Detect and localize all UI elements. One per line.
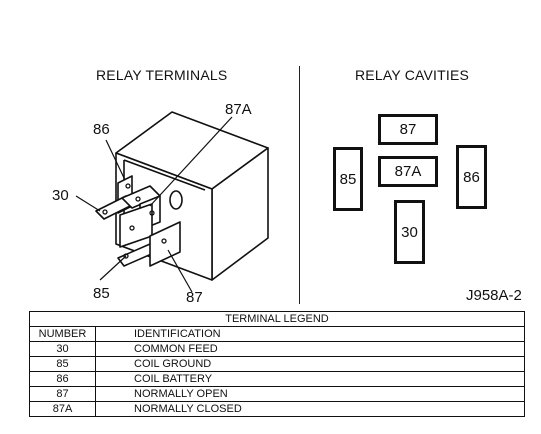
leader-87a [149,116,233,207]
table-row: 86 COIL BATTERY [29,371,525,387]
legend-title-row: TERMINAL LEGEND [29,311,525,327]
cavity-86: 86 [456,145,487,209]
leader-30 [75,195,101,212]
relay-illustration [75,111,269,293]
legend-identification-cell: COIL BATTERY [95,371,525,387]
table-row: 30 COMMON FEED [29,341,525,357]
terminal-label-85: 85 [93,285,110,302]
figure-id: J958A-2 [466,287,522,304]
terminal-label-86: 86 [93,121,110,138]
relay-terminals-heading: RELAY TERMINALS [96,67,228,83]
cavity-87: 87 [378,114,438,145]
legend-identification-cell: NORMALLY CLOSED [95,401,525,417]
table-row: 87A NORMALLY CLOSED [29,401,525,417]
legend-identification-header: IDENTIFICATION [95,326,525,342]
cavity-30: 30 [394,200,425,264]
leader-86 [105,139,126,181]
terminal-87-blade [149,221,181,267]
legend-header-row: NUMBER IDENTIFICATION [29,326,525,342]
legend-number-cell: 85 [29,356,96,372]
section-divider [299,66,300,304]
table-row: 85 COIL GROUND [29,356,525,372]
legend-identification-cell: COIL GROUND [95,356,525,372]
terminal-label-87: 87 [186,289,203,306]
legend-number-cell: 87 [29,386,96,402]
leader-85 [99,255,127,281]
legend-identification-cell: COMMON FEED [95,341,525,357]
terminal-legend-table: TERMINAL LEGEND NUMBER IDENTIFICATION 30… [29,311,525,417]
cavity-87a: 87A [378,156,438,187]
legend-identification-cell: NORMALLY OPEN [95,386,525,402]
cavity-85: 85 [333,147,363,211]
legend-number-header: NUMBER [29,326,96,342]
table-row: 87 NORMALLY OPEN [29,386,525,402]
terminal-label-30: 30 [52,187,69,204]
leader-87 [167,249,193,293]
legend-number-cell: 30 [29,341,96,357]
legend-number-cell: 86 [29,371,96,387]
legend-title: TERMINAL LEGEND [29,311,525,327]
relay-cavities-heading: RELAY CAVITIES [355,67,470,83]
legend-number-cell: 87A [29,401,96,417]
terminal-label-87a: 87A [225,101,252,118]
